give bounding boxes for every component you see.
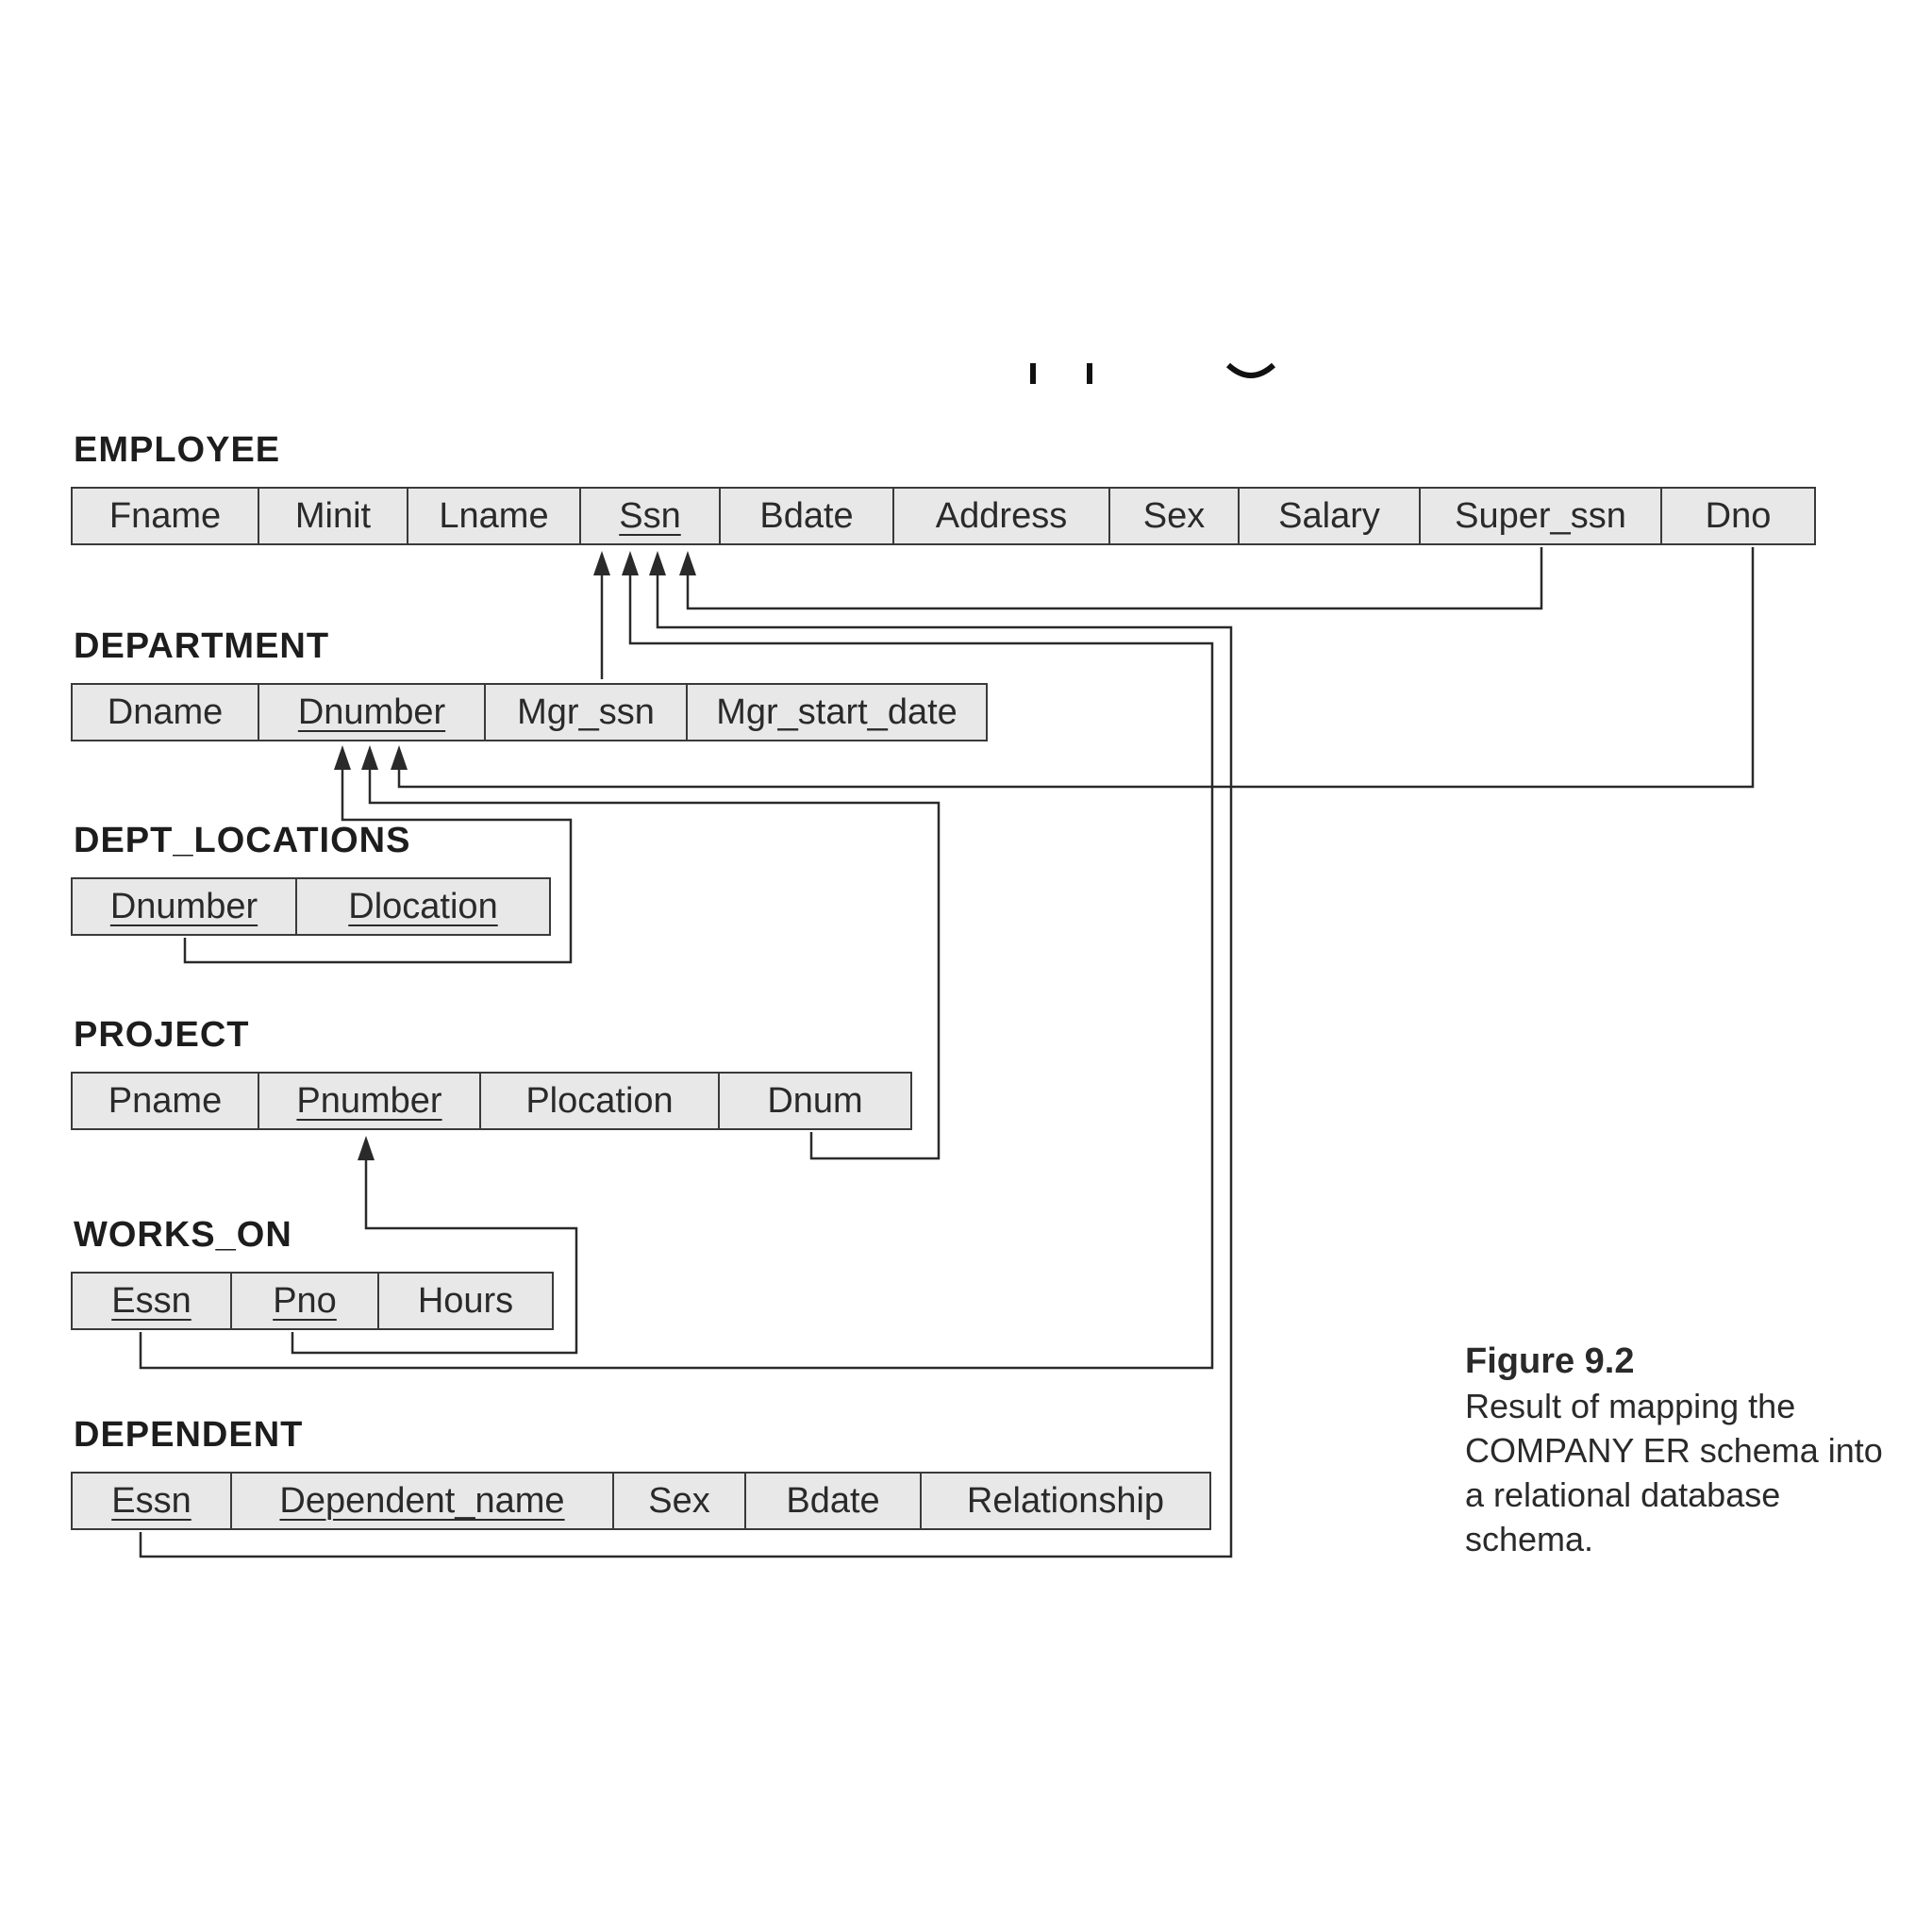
attr-employee-ssn: Ssn: [579, 489, 719, 543]
attr-works-on-pno: Pno: [230, 1274, 377, 1328]
relation-project: Pname Pnumber Plocation Dnum: [71, 1072, 912, 1130]
relation-title-department: DEPARTMENT: [74, 626, 330, 666]
relation-employee: Fname Minit Lname Ssn Bdate Address Sex …: [71, 487, 1816, 545]
fk-arrowhead-ssn-1: [593, 551, 610, 575]
attr-project-pnumber: Pnumber: [258, 1074, 479, 1128]
attr-employee-salary: Salary: [1238, 489, 1419, 543]
fk-arrowhead-ssn-4: [679, 551, 696, 575]
fk-line-dependent-essn-to-ssn: [139, 574, 1233, 1558]
attr-dependent-sex: Sex: [612, 1474, 744, 1528]
fk-line-works-on-essn-to-ssn: [139, 574, 1214, 1370]
attr-employee-super-ssn: Super_ssn: [1419, 489, 1660, 543]
fk-arrowhead-ssn-3: [649, 551, 666, 575]
fk-arrowhead-pnumber: [358, 1136, 375, 1160]
fk-arrowhead-dnumber-2: [361, 745, 378, 770]
relation-department: Dname Dnumber Mgr_ssn Mgr_start_date: [71, 683, 988, 741]
relation-dept-locations: Dnumber Dlocation: [71, 877, 551, 936]
attr-employee-minit: Minit: [258, 489, 407, 543]
attr-employee-sex: Sex: [1108, 489, 1238, 543]
attr-department-dnumber: Dnumber: [258, 685, 484, 740]
attr-project-plocation: Plocation: [479, 1074, 718, 1128]
relation-works-on: Essn Pno Hours: [71, 1272, 554, 1330]
attr-works-on-hours: Hours: [377, 1274, 552, 1328]
attr-dependent-bdate: Bdate: [744, 1474, 920, 1528]
caption-title: Figure 9.2: [1465, 1341, 1635, 1381]
attr-employee-fname: Fname: [108, 495, 222, 536]
attr-department-mgr-ssn: Mgr_ssn: [484, 685, 686, 740]
attr-department-mgr-start-date: Mgr_start_date: [686, 685, 986, 740]
relation-title-project: PROJECT: [74, 1015, 250, 1055]
relation-dependent: Essn Dependent_name Sex Bdate Relationsh…: [71, 1472, 1211, 1530]
figure-caption: Figure 9.2 Result of mapping the COMPANY…: [1465, 1340, 1908, 1561]
fk-arrowhead-ssn-2: [622, 551, 639, 575]
relation-title-dependent: DEPENDENT: [74, 1415, 304, 1455]
attr-dept-locations-dnumber: Dnumber: [109, 886, 258, 926]
attr-dependent-essn: Essn: [111, 1480, 192, 1521]
fk-arrowhead-dnumber-1: [334, 745, 351, 770]
attr-employee-bdate: Bdate: [719, 489, 892, 543]
fk-arrowhead-dnumber-3: [391, 745, 408, 770]
fk-line-dept-locations-dnumber: [183, 768, 573, 964]
fk-line-dno-to-dnumber: [397, 547, 1755, 789]
attr-project-dnum: Dnum: [718, 1074, 910, 1128]
cropped-title-fragment: [1030, 362, 1276, 384]
attr-dept-locations-dlocation: Dlocation: [295, 879, 549, 934]
attr-project-pname: Pname: [108, 1080, 223, 1121]
fk-line-pno-to-pnumber: [291, 1158, 578, 1355]
attr-employee-dno: Dno: [1660, 489, 1814, 543]
relation-title-dept-locations: DEPT_LOCATIONS: [74, 821, 411, 860]
attr-department-dname: Dname: [107, 691, 224, 732]
attr-employee-address: Address: [892, 489, 1108, 543]
relation-title-works-on: WORKS_ON: [74, 1215, 292, 1255]
attr-dependent-dependent-name: Dependent_name: [230, 1474, 612, 1528]
attr-works-on-essn: Essn: [111, 1280, 192, 1321]
attr-dependent-relationship: Relationship: [920, 1474, 1209, 1528]
fk-line-project-dnum-to-dnumber: [368, 768, 941, 1160]
attr-employee-lname: Lname: [407, 489, 579, 543]
fk-line-super-ssn-to-ssn: [686, 547, 1543, 610]
relation-title-employee: EMPLOYEE: [74, 430, 281, 470]
caption-text: Result of mapping the COMPANY ER schema …: [1465, 1387, 1883, 1558]
